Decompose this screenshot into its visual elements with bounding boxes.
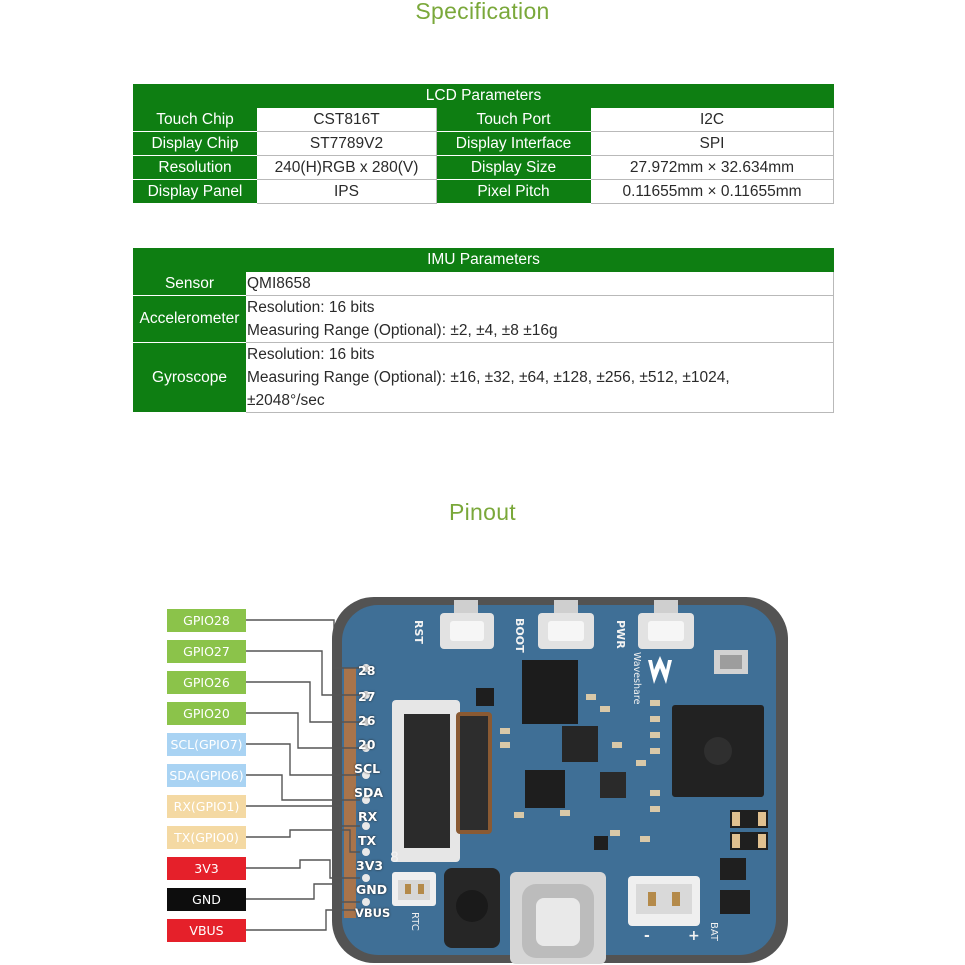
param-label: Touch Port <box>436 107 591 132</box>
pad-label-vbus: VBUS <box>355 906 391 920</box>
specification-title: Specification <box>415 0 550 24</box>
pin-label-gpio20: GPIO20 <box>167 702 246 725</box>
param-label: Pixel Pitch <box>436 179 591 204</box>
table-row: Display Chip ST7789V2 Display Interface … <box>133 131 834 156</box>
bat-plus-label: + <box>688 928 700 944</box>
rtc-connector <box>392 872 436 906</box>
table-row: Accelerometer Resolution: 16 bits Measur… <box>133 295 834 343</box>
gyro-range: Measuring Range (Optional): ±16, ±32, ±6… <box>247 369 730 386</box>
param-value: 27.972mm × 32.634mm <box>590 155 834 180</box>
param-value: IPS <box>256 179 437 204</box>
table-row: Gyroscope Resolution: 16 bits Measuring … <box>133 342 834 413</box>
lcd-table-caption: LCD Parameters <box>133 84 834 108</box>
param-label: Display Size <box>436 155 591 180</box>
flash-chip <box>522 660 578 724</box>
pad-label-tx: TX <box>358 833 377 848</box>
param-label: Touch Chip <box>133 107 257 132</box>
param-value: ST7789V2 <box>256 131 437 156</box>
pin-label-gpio27: GPIO27 <box>167 640 246 663</box>
lcd-parameters-table: LCD Parameters Touch Chip CST816T Touch … <box>133 84 834 204</box>
pin-label-scl: SCL(GPIO7) <box>167 733 246 756</box>
pwr-button-label: PWR <box>614 620 627 649</box>
table-row: Resolution 240(H)RGB x 280(V) Display Si… <box>133 155 834 180</box>
fpc-connector <box>392 688 494 862</box>
rtc-label: RTC <box>409 912 420 931</box>
buzzer <box>444 868 500 948</box>
brand-label: Waveshare <box>631 652 642 705</box>
pad-label-28: 28 <box>358 663 376 678</box>
gyro-resolution: Resolution: 16 bits <box>247 346 375 363</box>
pad-label-scl: SCL <box>354 761 381 776</box>
bat-label: BAT <box>708 922 719 942</box>
pad-label-26: 26 <box>358 713 376 728</box>
pin-label-gpio28: GPIO28 <box>167 609 246 632</box>
pad-label-27: 27 <box>358 689 376 704</box>
param-value: QMI8658 <box>245 271 834 296</box>
board-frame <box>332 597 788 963</box>
param-label: Gyroscope <box>133 342 246 413</box>
pin-label-gnd: GND <box>167 888 246 911</box>
pin-label-3v3: 3V3 <box>167 857 246 880</box>
param-label: Resolution <box>133 155 257 180</box>
accel-range: Measuring Range (Optional): ±2, ±4, ±8 ±… <box>247 322 558 339</box>
param-label: Display Panel <box>133 179 257 204</box>
pin-label-vbus: VBUS <box>167 919 246 942</box>
accel-resolution: Resolution: 16 bits <box>247 299 375 316</box>
mcu-chip <box>672 705 764 797</box>
param-value: I2C <box>590 107 834 132</box>
table-row: Touch Chip CST816T Touch Port I2C <box>133 107 834 132</box>
pin-label-sda: SDA(GPIO6) <box>167 764 246 787</box>
imu-table-caption: IMU Parameters <box>133 248 834 272</box>
pinout-title: Pinout <box>448 499 516 525</box>
param-value: 0.11655mm × 0.11655mm <box>590 179 834 204</box>
gyro-range-continued: ±2048°/sec <box>247 392 325 409</box>
pad-label-gnd: GND <box>356 882 388 897</box>
param-value: CST816T <box>256 107 437 132</box>
param-label: Accelerometer <box>133 295 246 343</box>
bat-minus-label: - <box>644 928 650 944</box>
param-label: Display Chip <box>133 131 257 156</box>
param-value: SPI <box>590 131 834 156</box>
pad-label-20: 20 <box>358 737 376 752</box>
imu-chip <box>562 726 598 762</box>
pcb-surface <box>342 605 776 955</box>
pin-label-gpio26: GPIO26 <box>167 671 246 694</box>
param-label: Display Interface <box>436 131 591 156</box>
pad-label-sda: SDA <box>354 785 384 800</box>
pad-label-rx: RX <box>358 809 378 824</box>
fpc-number-label: 8 <box>390 850 399 866</box>
rst-button-label: RST <box>412 620 425 644</box>
waveshare-logo-icon <box>648 656 672 684</box>
param-value: 240(H)RGB x 280(V) <box>256 155 437 180</box>
pin-label-rx: RX(GPIO1) <box>167 795 246 818</box>
table-row: Sensor QMI8658 <box>133 271 834 296</box>
param-value: Resolution: 16 bits Measuring Range (Opt… <box>245 342 834 413</box>
pad-label-3v3: 3V3 <box>356 858 384 873</box>
tactile-buttons <box>440 600 694 649</box>
table-row: Display Panel IPS Pixel Pitch 0.11655mm … <box>133 179 834 204</box>
pin-label-tx: TX(GPIO0) <box>167 826 246 849</box>
param-label: Sensor <box>133 271 246 296</box>
boot-button-label: BOOT <box>513 618 526 653</box>
param-value: Resolution: 16 bits Measuring Range (Opt… <box>245 295 834 343</box>
imu-parameters-table: IMU Parameters Sensor QMI8658 Accelerome… <box>133 248 834 413</box>
battery-connector <box>628 876 700 926</box>
usb-c-port <box>510 872 606 964</box>
pin-leader-lines <box>246 619 360 931</box>
regulator-chip <box>525 770 565 808</box>
